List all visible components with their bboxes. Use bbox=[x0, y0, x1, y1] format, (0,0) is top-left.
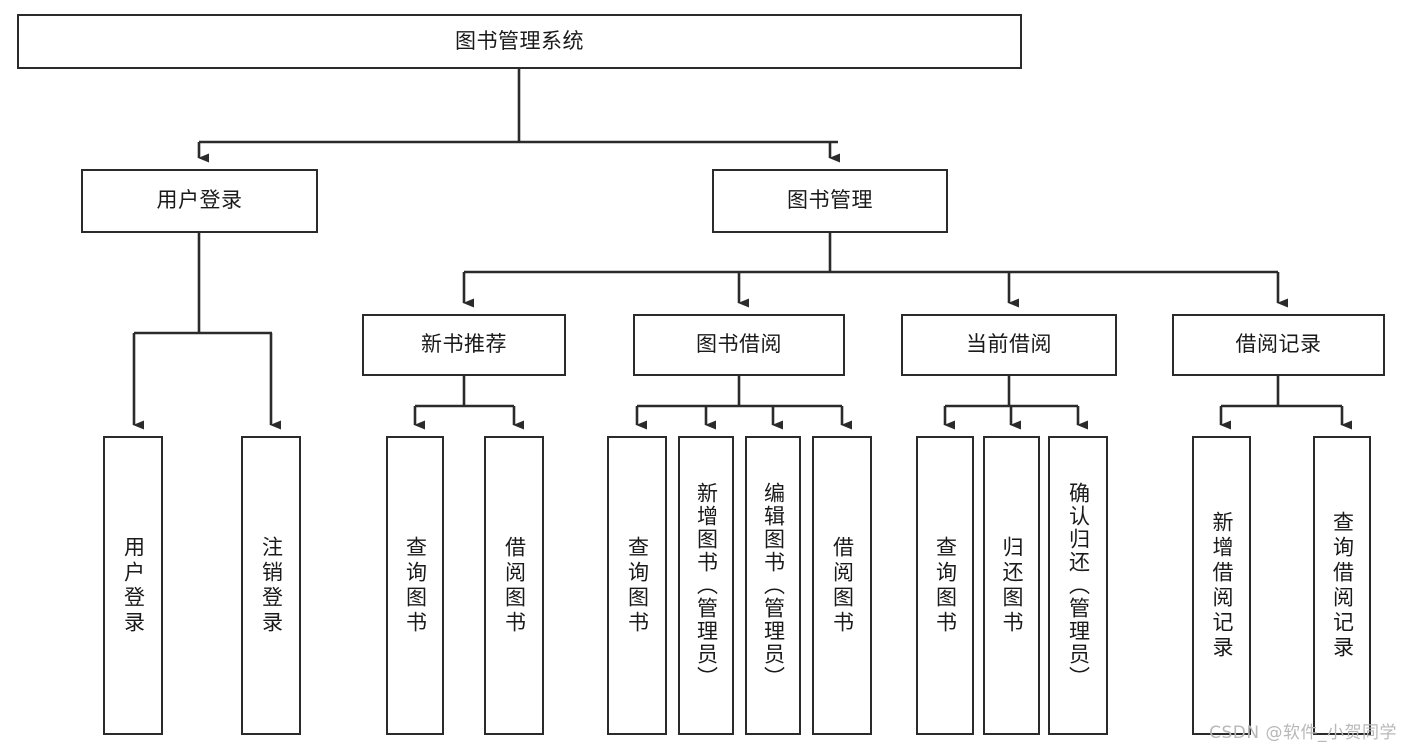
node-leaf-add-book-admin[interactable]: 新增图书（管理员） bbox=[678, 436, 734, 735]
node-leaf-confirm-return-admin-label: 确认归还（管理员） bbox=[1066, 482, 1091, 689]
node-borrow-record[interactable]: 借阅记录 bbox=[1172, 314, 1385, 376]
node-leaf-borrow-book-1-label: 借阅图书 bbox=[502, 535, 527, 636]
node-book-borrow[interactable]: 图书借阅 bbox=[633, 314, 845, 376]
node-book-manage-label: 图书管理 bbox=[787, 188, 873, 213]
node-leaf-query-book-1[interactable]: 查询图书 bbox=[386, 436, 444, 735]
node-new-book-rec-label: 新书推荐 bbox=[421, 332, 507, 357]
node-leaf-add-borrow-record[interactable]: 新增借阅记录 bbox=[1192, 436, 1251, 735]
node-leaf-return-book-label: 归还图书 bbox=[1000, 535, 1024, 636]
node-leaf-user-login[interactable]: 用户登录 bbox=[103, 436, 163, 735]
watermark-text: CSDN @软件_小贺同学 bbox=[1209, 723, 1397, 743]
node-leaf-return-book[interactable]: 归还图书 bbox=[983, 436, 1040, 735]
node-current-borrow-label: 当前借阅 bbox=[966, 332, 1052, 357]
node-book-manage[interactable]: 图书管理 bbox=[712, 169, 948, 233]
node-leaf-query-borrow-record-label: 查询借阅记录 bbox=[1330, 510, 1355, 661]
node-leaf-query-book-3-label: 查询图书 bbox=[933, 535, 958, 636]
node-user-login-label: 用户登录 bbox=[156, 188, 243, 213]
node-borrow-record-label: 借阅记录 bbox=[1235, 332, 1322, 357]
node-leaf-query-book-2-label: 查询图书 bbox=[625, 535, 650, 636]
node-leaf-query-borrow-record[interactable]: 查询借阅记录 bbox=[1313, 436, 1371, 735]
node-leaf-add-book-admin-label: 新增图书（管理员） bbox=[694, 482, 719, 689]
node-root[interactable]: 图书管理系统 bbox=[17, 14, 1022, 69]
node-book-borrow-label: 图书借阅 bbox=[696, 332, 782, 357]
node-root-label: 图书管理系统 bbox=[455, 28, 584, 53]
node-current-borrow[interactable]: 当前借阅 bbox=[901, 314, 1117, 376]
node-leaf-borrow-book-2[interactable]: 借阅图书 bbox=[812, 436, 872, 735]
node-leaf-query-book-1-label: 查询图书 bbox=[403, 535, 428, 636]
node-leaf-confirm-return-admin[interactable]: 确认归还（管理员） bbox=[1048, 436, 1108, 735]
node-leaf-edit-book-admin-label: 编辑图书（管理员） bbox=[761, 482, 786, 689]
node-leaf-logout-label: 注销登录 bbox=[259, 535, 284, 636]
node-leaf-query-book-2[interactable]: 查询图书 bbox=[607, 436, 667, 735]
node-leaf-edit-book-admin[interactable]: 编辑图书（管理员） bbox=[745, 436, 801, 735]
node-new-book-rec[interactable]: 新书推荐 bbox=[362, 314, 566, 376]
node-leaf-borrow-book-2-label: 借阅图书 bbox=[830, 535, 855, 636]
node-leaf-query-book-3[interactable]: 查询图书 bbox=[916, 436, 974, 735]
node-leaf-borrow-book-1[interactable]: 借阅图书 bbox=[484, 436, 544, 735]
node-user-login[interactable]: 用户登录 bbox=[81, 169, 318, 233]
node-leaf-add-borrow-record-label: 新增借阅记录 bbox=[1210, 510, 1234, 661]
node-leaf-user-login-label: 用户登录 bbox=[121, 535, 146, 636]
node-leaf-logout[interactable]: 注销登录 bbox=[241, 436, 301, 735]
